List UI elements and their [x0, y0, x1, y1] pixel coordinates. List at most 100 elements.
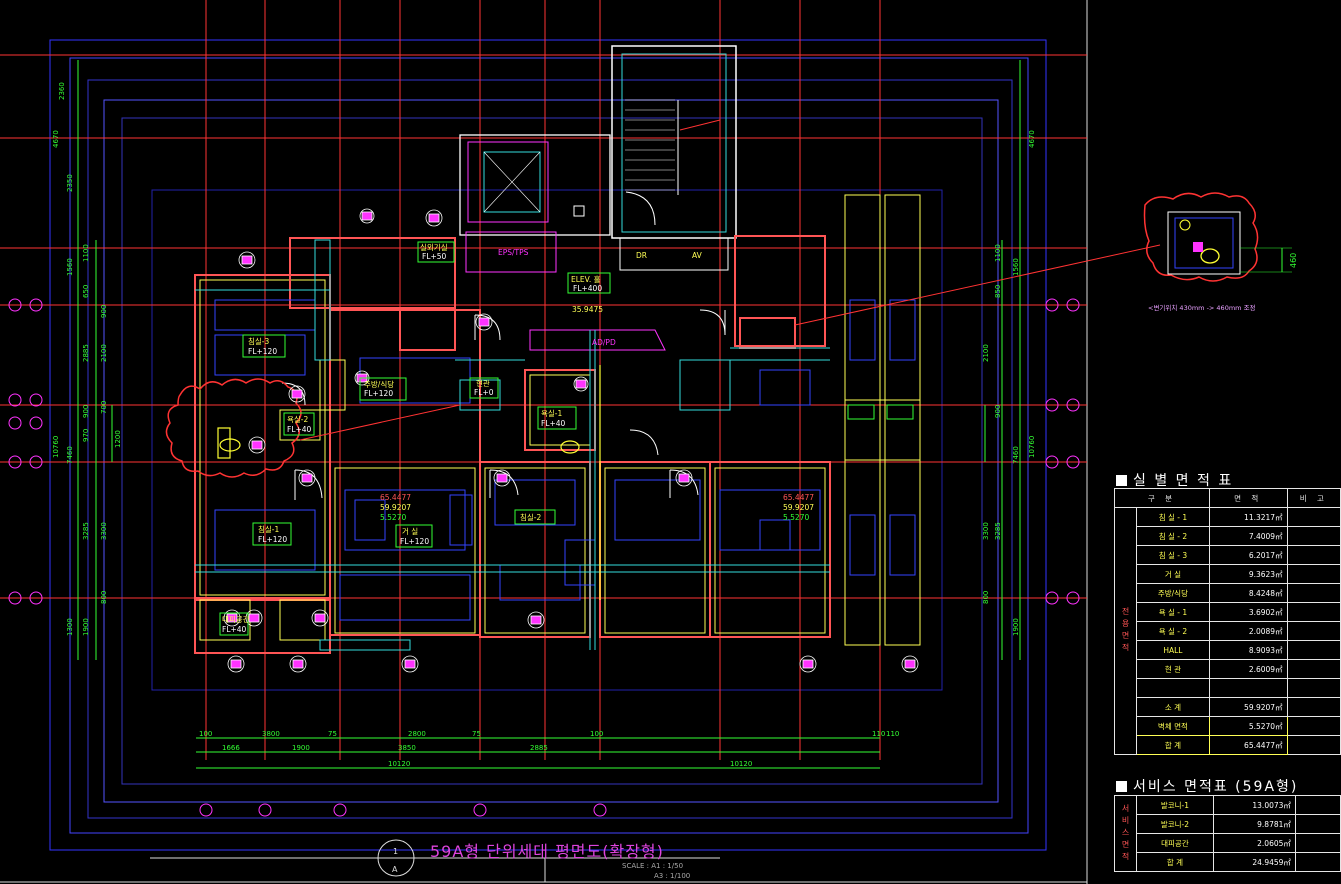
walls [194, 235, 831, 654]
dim-right-800: 800 [982, 591, 990, 604]
row-area: 11.3217㎡ [1208, 507, 1288, 527]
row-area: 3.6902㎡ [1208, 602, 1288, 622]
label-bedroom2: 침실-2 [520, 512, 542, 522]
dim-bottom-75b: 75 [472, 730, 481, 738]
label-area-r1: 65.4477 [783, 493, 814, 502]
row-note [1294, 795, 1341, 815]
dim-bottom-110a: 110 [872, 730, 885, 738]
row-note [1286, 678, 1341, 698]
row-note [1286, 659, 1341, 679]
label-area-r3: 5.5270 [783, 513, 809, 522]
fixtures [217, 365, 601, 600]
dim-right-7460: 7460 [1012, 446, 1020, 464]
label-bath2-fl: FL+40 [287, 425, 312, 434]
dim-right-3285: 3285 [994, 522, 1002, 540]
label-area-3: 5.5270 [380, 513, 406, 522]
row-area: 24.9459㎡ [1212, 852, 1296, 872]
dim-bottom-2885: 2885 [530, 744, 548, 752]
dim-bottom-10120a: 10120 [388, 760, 410, 768]
dim-right-1900: 1900 [1012, 618, 1020, 636]
dim-bottom-75a: 75 [328, 730, 337, 738]
label-living: 거 실 [402, 526, 418, 536]
group-label-service: 서비스면적 [1114, 795, 1137, 872]
scale-line-1: SCALE : A1 : 1/50 [622, 862, 684, 870]
dim-left-3285: 3285 [82, 522, 90, 540]
grid-markers [8, 298, 1080, 817]
row-name: HALL [1136, 640, 1210, 660]
windows-balcony [195, 239, 830, 651]
dim-bottom-1900: 1900 [292, 744, 310, 752]
row-name: 침 실 - 3 [1136, 545, 1210, 565]
row-area: 6.2017㎡ [1208, 545, 1288, 565]
label-elev-hall: ELEV. 홀 [571, 274, 601, 284]
label-hall: 현관 [476, 378, 490, 388]
row-note [1294, 833, 1341, 853]
row-area: 59.9207㎡ [1208, 697, 1288, 717]
label-hall-fl: FL+0 [474, 388, 494, 397]
row-name: 벽체 면적 [1136, 716, 1210, 736]
label-kitchen-fl: FL+120 [364, 389, 393, 398]
label-dr: DR [636, 251, 647, 260]
table-row: 전용면적 침 실 - 1 11.3217㎡ [1114, 507, 1341, 755]
row-note [1286, 583, 1341, 603]
room-table-title: 실 별 면 적 표 [1116, 470, 1233, 490]
dim-left-800: 800 [100, 591, 108, 604]
frame-lines [0, 0, 1088, 884]
row-name: 현 관 [1136, 659, 1210, 679]
table-row: 서비스면적 발코니-1 13.0073㎡ [1114, 795, 1341, 872]
label-bedroom3: 침실-3 [248, 336, 270, 346]
row-note [1286, 526, 1341, 546]
dim-left-2100: 2100 [100, 344, 108, 362]
service-table-title: 서비스 면적표 (59A형) [1116, 776, 1298, 796]
dim-left-7460: 7460 [66, 446, 74, 464]
label-area-1: 65.4477 [380, 493, 411, 502]
dim-left-2350: 2350 [66, 174, 74, 192]
dim-right-2100: 2100 [982, 344, 990, 362]
row-name [1136, 678, 1210, 698]
row-area [1208, 678, 1288, 698]
row-name: 합 계 [1136, 735, 1210, 755]
group-label-exclusive: 전용면적 [1114, 507, 1137, 755]
detail-dim-text: 460 [1289, 253, 1298, 268]
dim-left-4670: 4670 [52, 130, 60, 148]
row-name: 대피공간 [1136, 833, 1214, 853]
dim-right-850: 850 [994, 285, 1002, 298]
scale-line-2: A3 : 1/100 [654, 872, 691, 880]
dimension-lines [77, 60, 1021, 769]
outlet-symbols [223, 208, 919, 673]
label-pd: AD/PD [592, 338, 616, 347]
room-labels: 침실-3 FL+120 주방/식당 FL+120 거 실 FL+120 침실-1… [219, 241, 914, 636]
row-note [1286, 697, 1341, 717]
dim-right-3300: 3300 [982, 522, 990, 540]
dim-bottom-3800: 3800 [262, 730, 280, 738]
row-area: 8.9093㎡ [1208, 640, 1288, 660]
row-name: 거 실 [1136, 564, 1210, 584]
header-area: 면 적 [1208, 488, 1288, 508]
room-area-table: 구 분 면 적 비 고 전용면적 침 실 - 1 11.3217㎡ 침 실 - … [1114, 488, 1341, 755]
detail-inset: 460 [1143, 192, 1298, 282]
row-name: 욕 실 - 2 [1136, 621, 1210, 641]
row-area: 8.4248㎡ [1208, 583, 1288, 603]
dim-right-4670: 4670 [1028, 130, 1036, 148]
row-note [1286, 640, 1341, 660]
furniture [214, 299, 916, 621]
row-area: 7.4009㎡ [1208, 526, 1288, 546]
dim-left-1300: 1300 [66, 618, 74, 636]
header-category: 구 분 [1114, 488, 1210, 508]
dim-left-10760: 10760 [52, 436, 60, 458]
label-eps: EPS/TPS [498, 248, 529, 257]
doors [281, 309, 726, 500]
grid-lines-vertical [205, 0, 881, 760]
dim-left-2360: 2360 [58, 82, 66, 100]
dim-right-900: 900 [994, 405, 1002, 418]
callout-leader [299, 404, 461, 441]
row-note [1286, 545, 1341, 565]
row-note [1294, 852, 1341, 872]
dim-left-900b: 900 [82, 405, 90, 418]
